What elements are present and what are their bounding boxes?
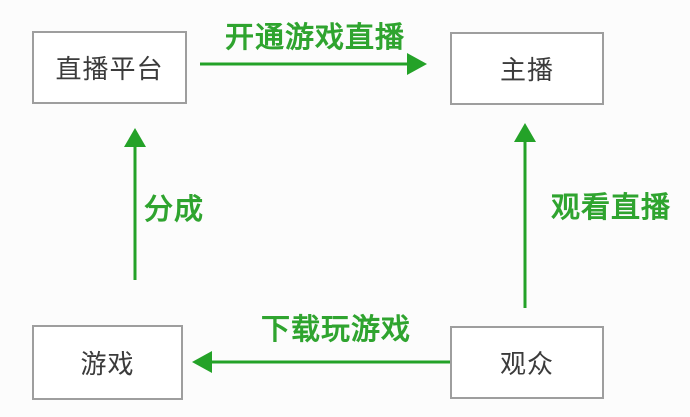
arrow-open-stream-icon: [200, 53, 427, 75]
arrow-revenue-share-icon: [124, 128, 146, 280]
edge-label-watch-stream: 观看直播: [551, 192, 672, 224]
node-live-platform: 直播平台: [32, 31, 187, 104]
node-streamer-label: 主播: [499, 56, 554, 85]
node-audience-label: 观众: [499, 350, 554, 379]
edge-label-open-stream: 开通游戏直播: [224, 22, 405, 54]
edge-label-revenue-share: 分成: [144, 194, 205, 226]
arrow-download-play-icon: [192, 351, 450, 373]
node-game-label: 游戏: [80, 350, 135, 379]
arrow-watch-stream-icon: [514, 123, 536, 308]
node-live-platform-label: 直播平台: [55, 55, 164, 84]
edge-label-download-play: 下载玩游戏: [261, 314, 412, 346]
node-game: 游戏: [32, 325, 183, 400]
node-streamer: 主播: [450, 32, 604, 105]
node-audience: 观众: [450, 326, 604, 399]
